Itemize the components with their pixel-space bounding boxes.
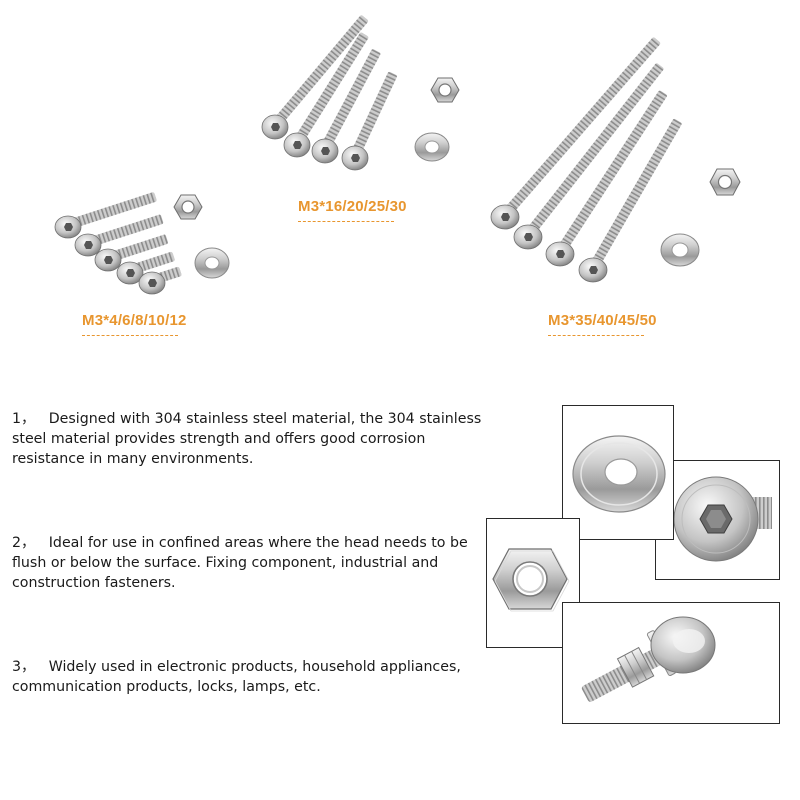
feature-text: Widely used in electronic products, hous… (12, 659, 461, 695)
feature-item-3: 3， Widely used in electronic products, h… (12, 657, 482, 697)
long-screw-set-icon (490, 37, 741, 283)
size-label-long-underline (548, 335, 644, 336)
feature-index: 3， (12, 659, 36, 675)
photo-assembled-fastener (562, 602, 780, 724)
long-screw-set (480, 37, 780, 290)
feature-item-2: 2， Ideal for use in confined areas where… (12, 533, 482, 593)
photo-flat-washer (562, 405, 674, 540)
assembled-screw-nut-washer-icon (581, 616, 716, 702)
small-screw-set (40, 185, 290, 300)
feature-text: Ideal for use in confined areas where th… (12, 535, 468, 591)
medium-screw-set (255, 15, 475, 175)
size-label-long: M3*35/40/45/50 (548, 312, 657, 329)
hex-socket-head-icon (673, 476, 772, 562)
feature-index: 1， (12, 411, 36, 427)
size-label-small: M3*4/6/8/10/12 (82, 312, 187, 329)
feature-index: 2， (12, 535, 36, 551)
feature-text: Designed with 304 stainless steel materi… (12, 411, 482, 467)
photo-hex-socket-head (655, 460, 780, 580)
size-label-small-underline (82, 335, 178, 336)
flat-washer-icon (572, 435, 666, 513)
size-label-medium-underline (298, 221, 394, 222)
medium-screw-set-icon (261, 15, 460, 171)
size-label-medium: M3*16/20/25/30 (298, 198, 407, 215)
button-head-screw-set-icon (54, 192, 230, 295)
feature-item-1: 1， Designed with 304 stainless steel mat… (12, 409, 482, 469)
hex-nut-icon (492, 548, 570, 612)
